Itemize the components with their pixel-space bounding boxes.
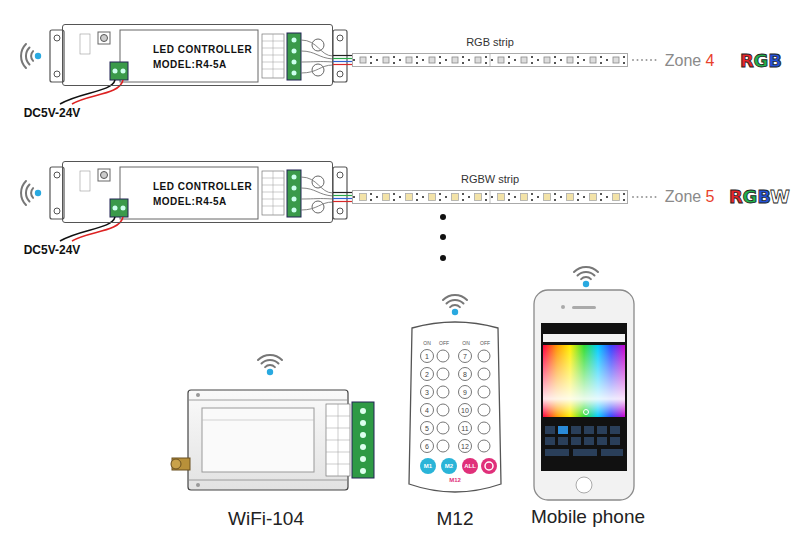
all-button: ALL bbox=[464, 463, 476, 469]
zone-button-number: 3 bbox=[425, 389, 429, 396]
zone-button-number: 10 bbox=[461, 407, 469, 414]
supply-voltage: DC5V-24V bbox=[24, 107, 81, 119]
color-letter: G bbox=[754, 52, 769, 70]
mobile-phone-drawing bbox=[534, 267, 634, 500]
zone-button-number: 11 bbox=[461, 425, 468, 432]
color-letter: G bbox=[743, 188, 758, 206]
zone-label: Zone bbox=[665, 189, 701, 205]
zone-number: 5 bbox=[706, 189, 715, 205]
controller-drawing bbox=[21, 30, 656, 104]
color-letter: B bbox=[768, 52, 782, 70]
device-title: LED CONTROLLER bbox=[153, 181, 252, 192]
mode-button: M2 bbox=[445, 463, 453, 469]
zone-number: 4 bbox=[706, 53, 715, 69]
zone-button-number: 9 bbox=[463, 389, 467, 396]
color-letter: R bbox=[729, 188, 743, 206]
device-caption: WiFi-104 bbox=[228, 509, 304, 528]
zone-label: Zone bbox=[665, 53, 701, 69]
color-letter: R bbox=[740, 52, 754, 70]
led-strip bbox=[352, 190, 628, 204]
zone-button-number: 6 bbox=[425, 443, 429, 450]
zone-button-number: 4 bbox=[425, 407, 429, 414]
controller-box: LED CONTROLLER MODEL:R4-5A bbox=[62, 24, 333, 86]
device-caption: M12 bbox=[437, 509, 474, 528]
controller-box: LED CONTROLLER MODEL:R4-5A bbox=[62, 161, 333, 223]
button-caption: ON bbox=[423, 341, 431, 346]
remote-model: M12 bbox=[449, 477, 461, 483]
wifi-104-drawing bbox=[171, 355, 374, 490]
m12-remote-drawing bbox=[409, 295, 501, 492]
led-strip bbox=[352, 53, 628, 67]
zone-button-number: 12 bbox=[461, 443, 469, 450]
strip-wires bbox=[333, 193, 352, 202]
color-letter: B bbox=[757, 188, 771, 206]
model-number: MODEL:R4-5A bbox=[153, 59, 227, 70]
zone-button-number: 5 bbox=[425, 425, 429, 432]
mode-button: M1 bbox=[424, 463, 432, 469]
supply-voltage: DC5V-24V bbox=[24, 244, 81, 256]
device-caption: Mobile phone bbox=[531, 507, 645, 526]
zone-button-number: 2 bbox=[425, 371, 429, 378]
button-caption: OFF bbox=[480, 341, 490, 346]
strip-label: RGBW strip bbox=[461, 173, 519, 185]
led-strip-box: RGBW strip bbox=[352, 190, 628, 204]
controller-drawing bbox=[21, 167, 656, 241]
zone-button-number: 1 bbox=[425, 353, 429, 360]
led-strip-box: RGB strip bbox=[352, 53, 628, 67]
strip-wires bbox=[333, 56, 352, 65]
button-caption: OFF bbox=[439, 341, 449, 346]
zone-button-number: 8 bbox=[463, 371, 467, 378]
model-number: MODEL:R4-5A bbox=[153, 196, 227, 207]
ellipsis-dots bbox=[440, 214, 446, 261]
zone-button-number: 7 bbox=[463, 353, 467, 360]
strip-label: RGB strip bbox=[466, 36, 514, 48]
color-letter: W bbox=[770, 188, 790, 206]
device-title: LED CONTROLLER bbox=[153, 44, 252, 55]
button-caption: ON bbox=[462, 341, 470, 346]
